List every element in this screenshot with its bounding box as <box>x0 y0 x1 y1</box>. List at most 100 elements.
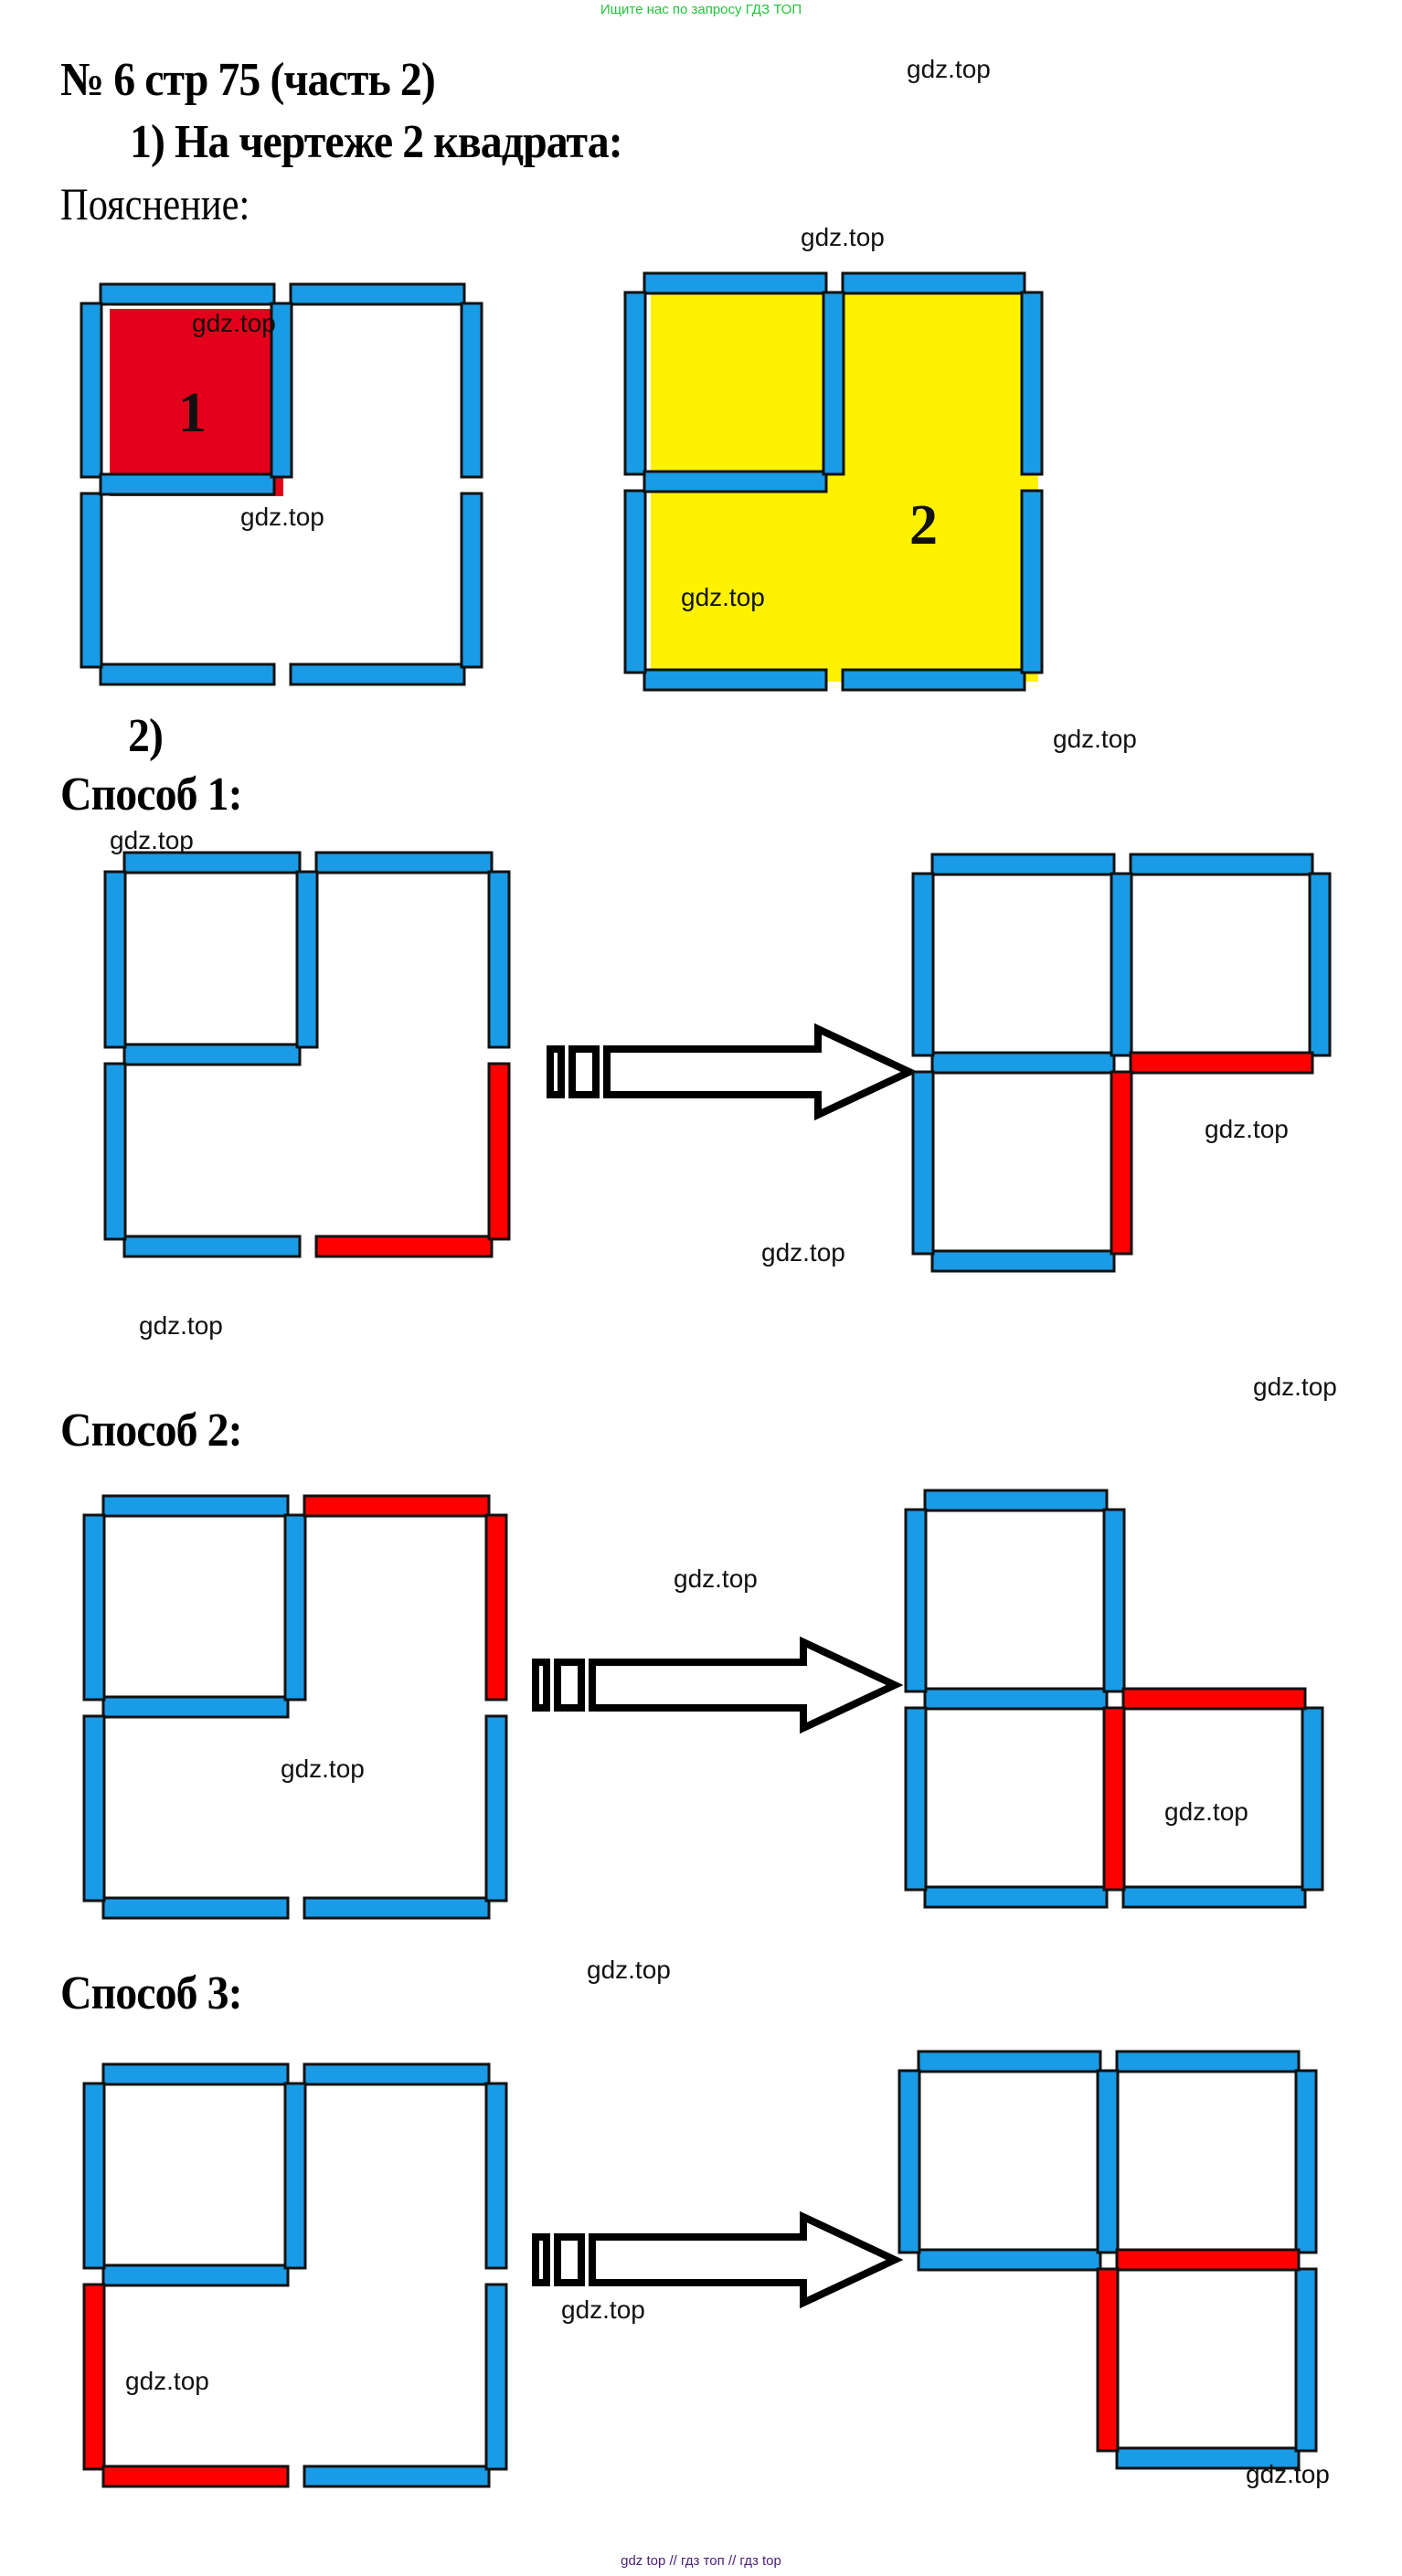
matchstick <box>99 282 276 306</box>
matchstick <box>82 1513 106 1701</box>
moved-matchstick <box>303 1494 491 1518</box>
explanation-label: Пояснение: <box>60 178 250 229</box>
matchstick <box>103 1062 127 1241</box>
matchstick <box>643 470 828 493</box>
moved-matchstick <box>82 2283 106 2471</box>
part2-heading: 2) <box>128 710 164 762</box>
moved-matchstick <box>1102 1706 1126 1892</box>
matchstick <box>643 668 828 692</box>
matchstick <box>303 2465 491 2488</box>
method-1-after-figure <box>911 853 1332 1273</box>
watermark: gdz.top <box>681 583 765 611</box>
search-banner[interactable]: Ищите нас по запросу ГДЗ ТОП <box>600 2 802 17</box>
watermark: gdz.top <box>674 1564 758 1593</box>
matchstick <box>1308 872 1332 1057</box>
moved-matchstick <box>1129 1051 1314 1075</box>
footer-links[interactable]: gdz top // гдз топ // гдз top <box>621 2553 781 2569</box>
watermark: gdz.top <box>240 503 324 531</box>
arrow-shape <box>532 1636 904 1734</box>
matchstick <box>289 663 466 686</box>
matchstick <box>103 870 127 1049</box>
matchstick <box>101 2263 290 2287</box>
matchstick <box>841 271 1026 295</box>
watermark: gdz.top <box>192 309 276 337</box>
matchstick <box>1115 2050 1301 2073</box>
matchstick <box>1096 2069 1120 2254</box>
matchstick <box>101 1695 290 1719</box>
watermark: gdz.top <box>110 826 194 854</box>
matchstick <box>99 472 276 496</box>
matchstick <box>122 1235 302 1258</box>
matchstick <box>643 271 828 295</box>
watermark: gdz.top <box>1164 1797 1248 1826</box>
square-1-label: 1 <box>178 382 207 444</box>
matchstick <box>1294 2069 1318 2254</box>
figure-square-1: 1 <box>80 282 483 686</box>
matchstick <box>122 851 302 875</box>
matchstick <box>623 291 647 476</box>
part1-heading: 1) На чертеже 2 квадрата: <box>130 116 623 168</box>
arrow-icon <box>532 2210 904 2309</box>
matchstick <box>460 302 483 479</box>
square-2-label: 2 <box>909 494 938 557</box>
matchstick <box>930 1249 1116 1273</box>
method-1-title: Способ 1: <box>60 769 243 821</box>
matchstick <box>303 1896 491 1920</box>
method-2-after-figure <box>904 1489 1324 1909</box>
matchstick <box>1110 872 1133 1057</box>
matchstick <box>99 663 276 686</box>
watermark: gdz.top <box>561 2295 645 2324</box>
matchstick <box>923 1687 1109 1711</box>
matchstick <box>303 2062 491 2086</box>
moved-matchstick <box>1115 2248 1301 2272</box>
matchstick <box>1121 1885 1307 1909</box>
matchstick <box>283 1513 307 1701</box>
arrow-icon <box>547 1023 919 1121</box>
matchstick <box>101 1896 290 1920</box>
matchstick <box>1020 489 1044 674</box>
matchstick <box>460 492 483 669</box>
arrow-icon <box>532 1636 904 1734</box>
matchstick <box>911 1070 935 1256</box>
matchstick <box>1020 291 1044 476</box>
matchstick <box>1102 1508 1126 1693</box>
matchstick <box>484 2082 508 2270</box>
watermark: gdz.top <box>139 1311 223 1340</box>
matchstick <box>289 282 466 306</box>
matchstick <box>283 2082 307 2270</box>
matchstick <box>122 1043 302 1066</box>
matchstick <box>897 2069 921 2254</box>
figure-square-2: 2 <box>623 271 1044 692</box>
arrow-shape <box>547 1023 919 1121</box>
matchstick <box>623 489 647 674</box>
watermark: gdz.top <box>1205 1115 1289 1143</box>
method-3-after-figure <box>897 2050 1318 2470</box>
matchstick <box>911 872 935 1057</box>
page-title: № 6 стр 75 (часть 2) <box>60 54 436 106</box>
matchstick <box>1129 853 1314 876</box>
matchstick <box>82 1714 106 1903</box>
watermark: gdz.top <box>281 1754 365 1783</box>
matchstick <box>904 1508 928 1693</box>
watermark: gdz.top <box>907 55 991 83</box>
matchstick <box>270 302 293 479</box>
watermark: gdz.top <box>125 2367 209 2395</box>
watermark: gdz.top <box>1246 2460 1330 2488</box>
moved-matchstick <box>1096 2267 1120 2453</box>
watermark: gdz.top <box>1053 725 1137 753</box>
matchstick <box>314 851 494 875</box>
arrow-shape <box>532 2210 904 2309</box>
matchstick <box>484 1714 508 1903</box>
matchstick <box>80 492 103 669</box>
matchstick <box>923 1489 1109 1512</box>
moved-matchstick <box>484 1513 508 1701</box>
matchstick <box>822 291 845 476</box>
matchstick <box>1294 2267 1318 2453</box>
moved-matchstick <box>1121 1687 1307 1711</box>
moved-matchstick <box>1110 1070 1133 1256</box>
matchstick <box>80 302 103 479</box>
matchstick <box>923 1885 1109 1909</box>
matchstick <box>1115 2446 1301 2470</box>
watermark: gdz.top <box>801 223 885 251</box>
matchstick <box>904 1706 928 1892</box>
